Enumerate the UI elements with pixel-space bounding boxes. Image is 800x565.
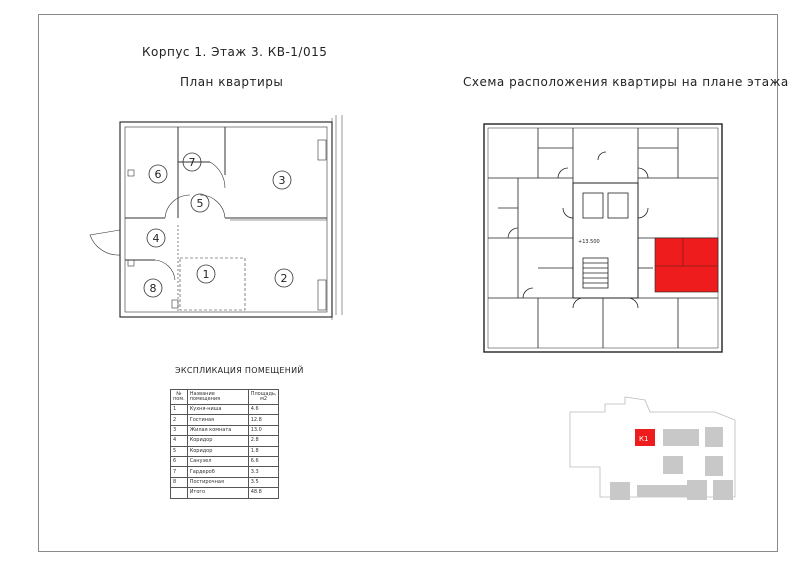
drawing-sheet	[38, 14, 778, 552]
room-label-8: 8	[143, 278, 163, 298]
room-label-6: 6	[148, 164, 168, 184]
room-label-3: 3	[272, 170, 292, 190]
svg-text:4: 4	[153, 232, 160, 245]
svg-text:5: 5	[197, 197, 204, 210]
room-label-7: 7	[182, 152, 202, 172]
building-title: Корпус 1. Этаж 3. КВ-1/015	[142, 45, 328, 59]
building-k1-highlight	[635, 429, 655, 446]
col-num: № пом.	[170, 389, 188, 405]
scheme-title: Схема расположения квартиры на плане эта…	[463, 75, 789, 89]
svg-text:1: 1	[203, 268, 210, 281]
svg-text:2: 2	[281, 272, 288, 285]
room-label-4: 4	[146, 228, 166, 248]
svg-text:8: 8	[150, 282, 157, 295]
explication-title: ЭКСПЛИКАЦИЯ ПОМЕЩЕНИЙ	[175, 366, 304, 375]
col-area: Площадь, м2	[247, 389, 280, 405]
svg-text:6: 6	[155, 168, 162, 181]
level-mark: +13.500	[578, 239, 600, 245]
site-plan: К1	[569, 396, 736, 500]
floor-scheme: +13.500	[483, 123, 723, 353]
room-label-1: 1	[196, 264, 216, 284]
apartment-highlight	[654, 237, 719, 293]
room-label-2: 2	[274, 268, 294, 288]
plan-title: План квартиры	[180, 75, 284, 89]
svg-text:7: 7	[189, 156, 196, 169]
building-k1-label: К1	[639, 435, 648, 443]
apartment-plan: 1 2 3 4 5 6 7 8	[89, 115, 343, 320]
col-name: Название помещения	[186, 389, 249, 405]
svg-text:3: 3	[279, 174, 286, 187]
room-label-5: 5	[190, 193, 210, 213]
